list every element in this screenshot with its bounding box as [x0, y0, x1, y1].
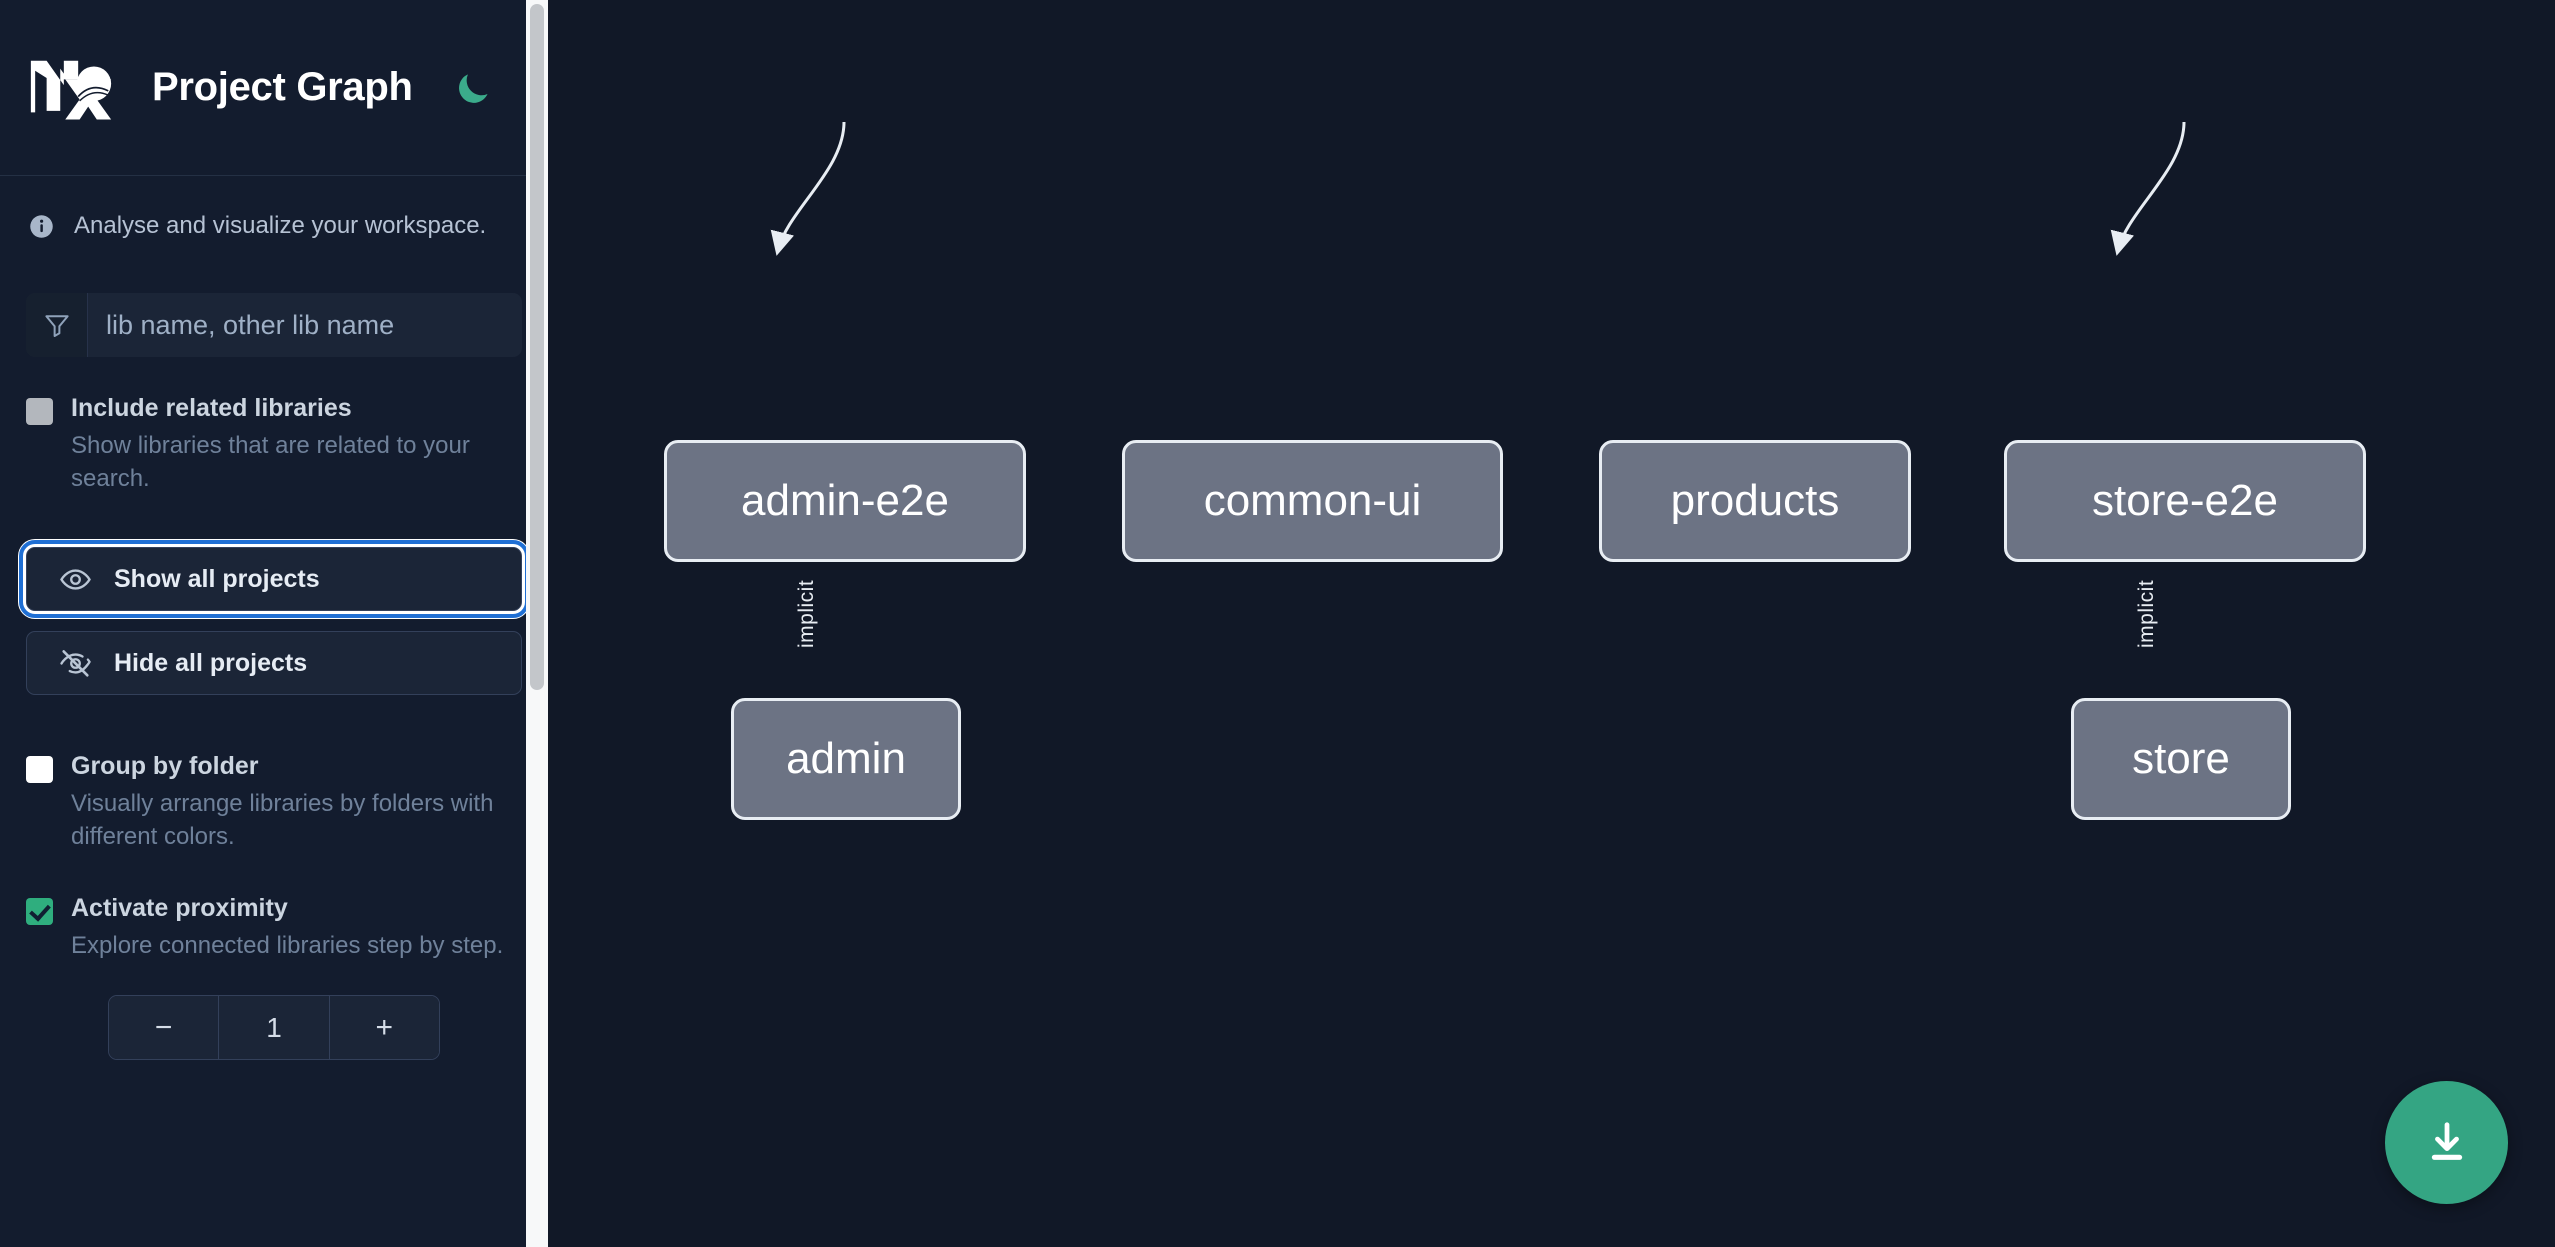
option-description: Explore connected libraries step by step… [71, 932, 504, 959]
nx-logo [30, 60, 112, 120]
option-label: Group by folder [71, 752, 259, 780]
graph-edges [770, 121, 2186, 256]
eye-icon [60, 568, 91, 590]
option-description: Visually arrange libraries by folders wi… [71, 790, 494, 850]
workspace-info: Analyse and visualize your workspace. [0, 176, 548, 240]
sidebar-header: Project Graph [0, 0, 548, 176]
info-circle-icon [30, 214, 53, 238]
option-include-related-libraries[interactable]: Include related libraries Show libraries… [0, 391, 548, 495]
graph-node-admin-e2e[interactable]: admin-e2e [664, 440, 1026, 562]
graph-node-admin[interactable]: admin [731, 698, 961, 820]
checkbox-activate-proximity[interactable] [26, 898, 53, 925]
graph-canvas[interactable]: admin-e2e common-ui products store-e2e a… [548, 0, 2555, 1247]
checkbox-group-by-folder[interactable] [26, 756, 53, 783]
edge-label-store-e2e-store: implicit [2135, 579, 2158, 648]
graph-node-common-ui[interactable]: common-ui [1122, 440, 1503, 562]
moon-icon-glyph [458, 73, 488, 103]
show-all-projects-label: Show all projects [114, 564, 320, 593]
download-icon [2431, 1121, 2462, 1160]
funnel-icon [26, 293, 88, 357]
filter-field[interactable] [26, 293, 522, 357]
funnel-icon-glyph [44, 315, 69, 337]
show-all-projects-button[interactable]: Show all projects [19, 540, 529, 618]
proximity-value: 1 [219, 996, 330, 1059]
option-group-by-folder[interactable]: Group by folder Visually arrange librari… [0, 749, 548, 853]
option-activate-proximity[interactable]: Activate proximity Explore connected lib… [0, 891, 548, 962]
option-label: Include related libraries [71, 394, 352, 422]
proximity-stepper[interactable]: − 1 + [108, 995, 440, 1060]
sidebar: Project Graph Analyse and visualize your… [0, 0, 548, 1247]
edge-label-admin-e2e-admin: implicit [795, 579, 818, 648]
hide-all-projects-button[interactable]: Hide all projects [26, 631, 522, 695]
search-input[interactable] [88, 293, 522, 357]
graph-node-store-e2e[interactable]: store-e2e [2004, 440, 2366, 562]
moon-icon[interactable] [447, 62, 499, 114]
checkbox-include-related-libraries[interactable] [26, 398, 53, 425]
sidebar-scrollbar-track[interactable] [526, 0, 548, 1247]
option-label: Activate proximity [71, 894, 288, 922]
graph-node-products[interactable]: products [1599, 440, 1911, 562]
proximity-increment-button[interactable]: + [329, 996, 439, 1059]
proximity-decrement-button[interactable]: − [109, 996, 220, 1059]
page-title: Project Graph [152, 65, 413, 109]
graph-node-store[interactable]: store [2071, 698, 2291, 820]
sidebar-scrollbar-thumb[interactable] [530, 4, 544, 690]
download-graph-button[interactable] [2385, 1081, 2508, 1204]
eye-off-icon [60, 649, 91, 677]
workspace-info-text: Analyse and visualize your workspace. [74, 212, 487, 239]
option-description: Show libraries that are related to your … [71, 432, 470, 492]
hide-all-projects-label: Hide all projects [114, 648, 308, 677]
